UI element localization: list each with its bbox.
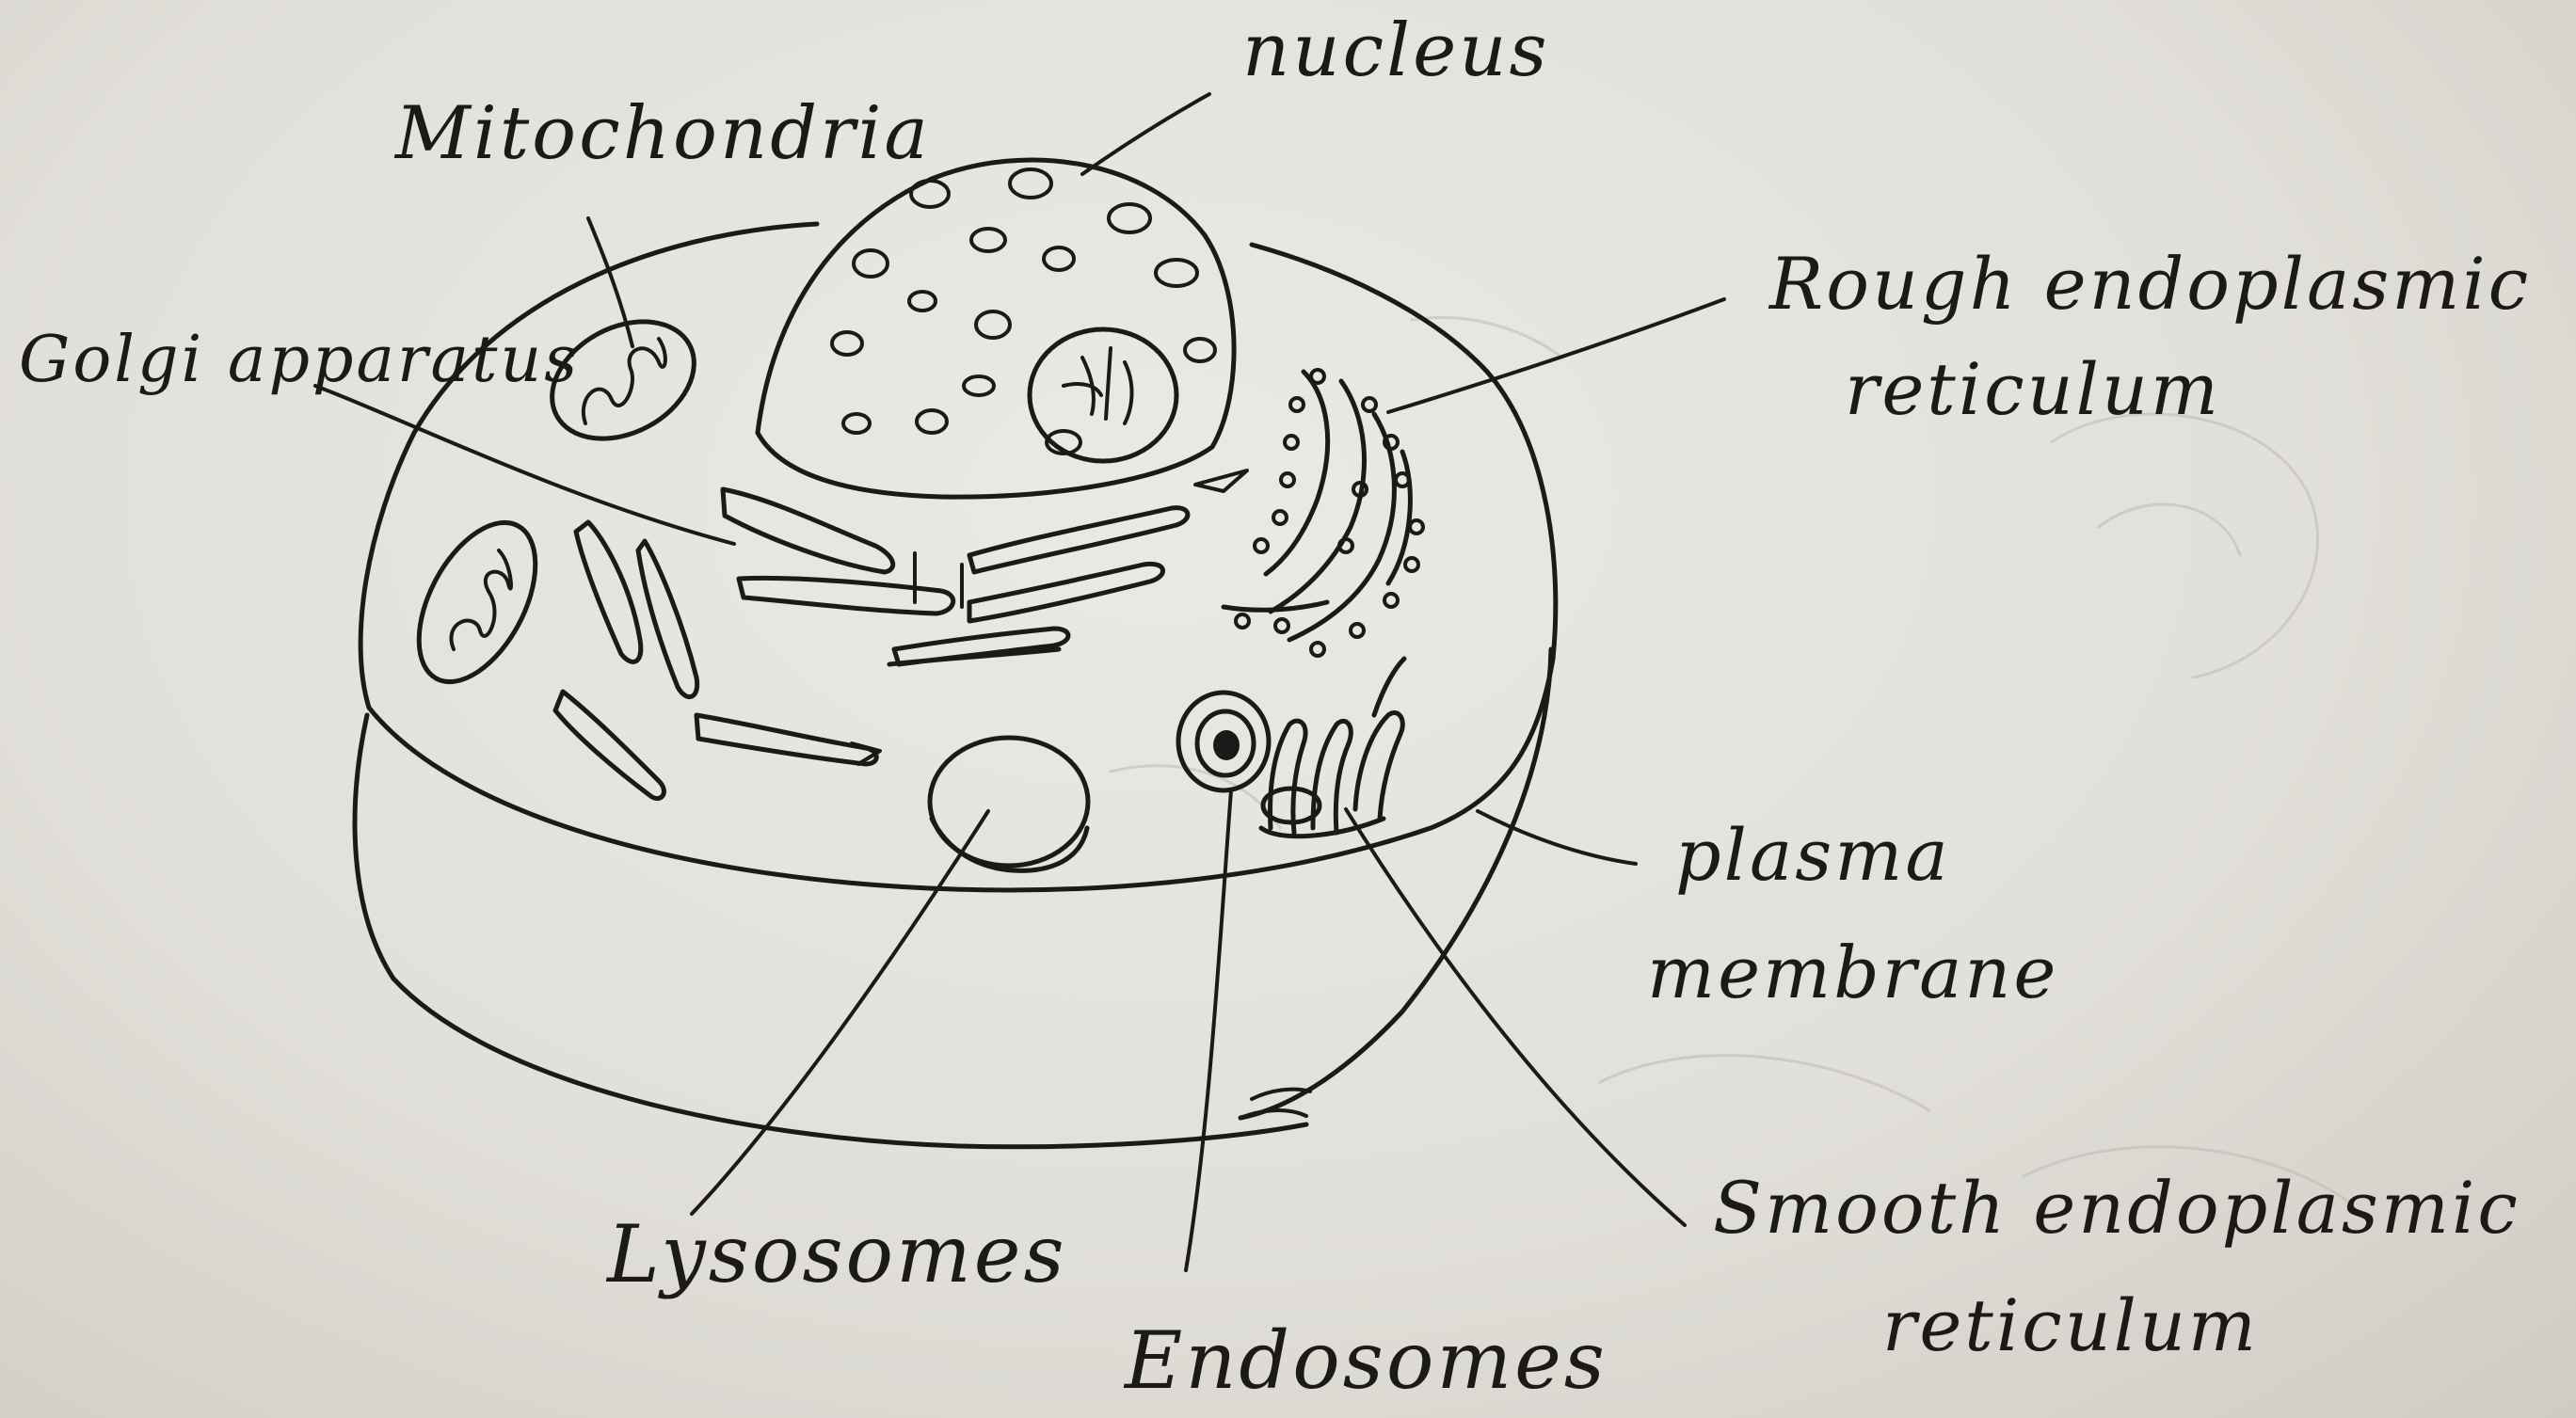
label-mitochondria: Mitochondria (393, 91, 931, 176)
nucleus-outline (755, 157, 1237, 500)
label-lysosomes: Lysosomes (605, 1208, 1067, 1300)
label-plasma-membrane-line2: membrane (1647, 931, 2058, 1014)
nucleus-shape (755, 157, 1237, 500)
leader-lines (313, 92, 1726, 1272)
endosome-shape (1176, 690, 1272, 793)
leader-endosomes (1184, 789, 1233, 1272)
label-rough-er-line2: reticulum (1845, 347, 2221, 431)
lysosome-shape (927, 735, 1091, 873)
rough-er-shape (1221, 368, 1425, 658)
label-rough-er-line1: Rough endoplasmic (1768, 242, 2531, 326)
leader-mitochondria (586, 216, 634, 348)
nucleolus-small (1045, 429, 1082, 455)
leader-golgi (313, 384, 736, 546)
chromatin-dots (830, 167, 1217, 435)
mitochondrion-upper (550, 319, 696, 441)
label-plasma-membrane-line1: plasma (1675, 813, 1951, 897)
leader-nucleus (1080, 92, 1211, 176)
leader-plasma-membrane (1476, 809, 1638, 866)
ribosome-dots (1234, 368, 1425, 658)
bleed-through-marks (1109, 315, 2355, 1206)
cell-side-right (1238, 646, 1554, 1121)
labels: nucleus Mitochondria Golgi apparatus Rou… (19, 8, 2531, 1407)
label-nucleus: nucleus (1242, 8, 1550, 93)
golgi-apparatus-shape (552, 469, 1249, 802)
cell-side-left (352, 712, 396, 981)
leader-rough-er (1386, 297, 1726, 414)
mitochondrion-lower (416, 519, 538, 685)
smooth-er-shape (1258, 656, 1407, 839)
nucleolus-marks (1062, 346, 1134, 425)
leader-smooth-er (1344, 807, 1687, 1227)
label-endosomes: Endosomes (1123, 1314, 1608, 1407)
label-smooth-er-line1: Smooth endoplasmic (1713, 1166, 2520, 1250)
nucleolus-outer (1027, 327, 1179, 464)
cell-bottom-detail (1239, 1087, 1312, 1120)
cell-bottom-face (391, 976, 1309, 1150)
label-smooth-er-line2: reticulum (1882, 1283, 2259, 1367)
cell-top-face (358, 221, 1559, 893)
leader-lysosomes (690, 809, 990, 1216)
label-golgi-apparatus: Golgi apparatus (19, 323, 580, 397)
